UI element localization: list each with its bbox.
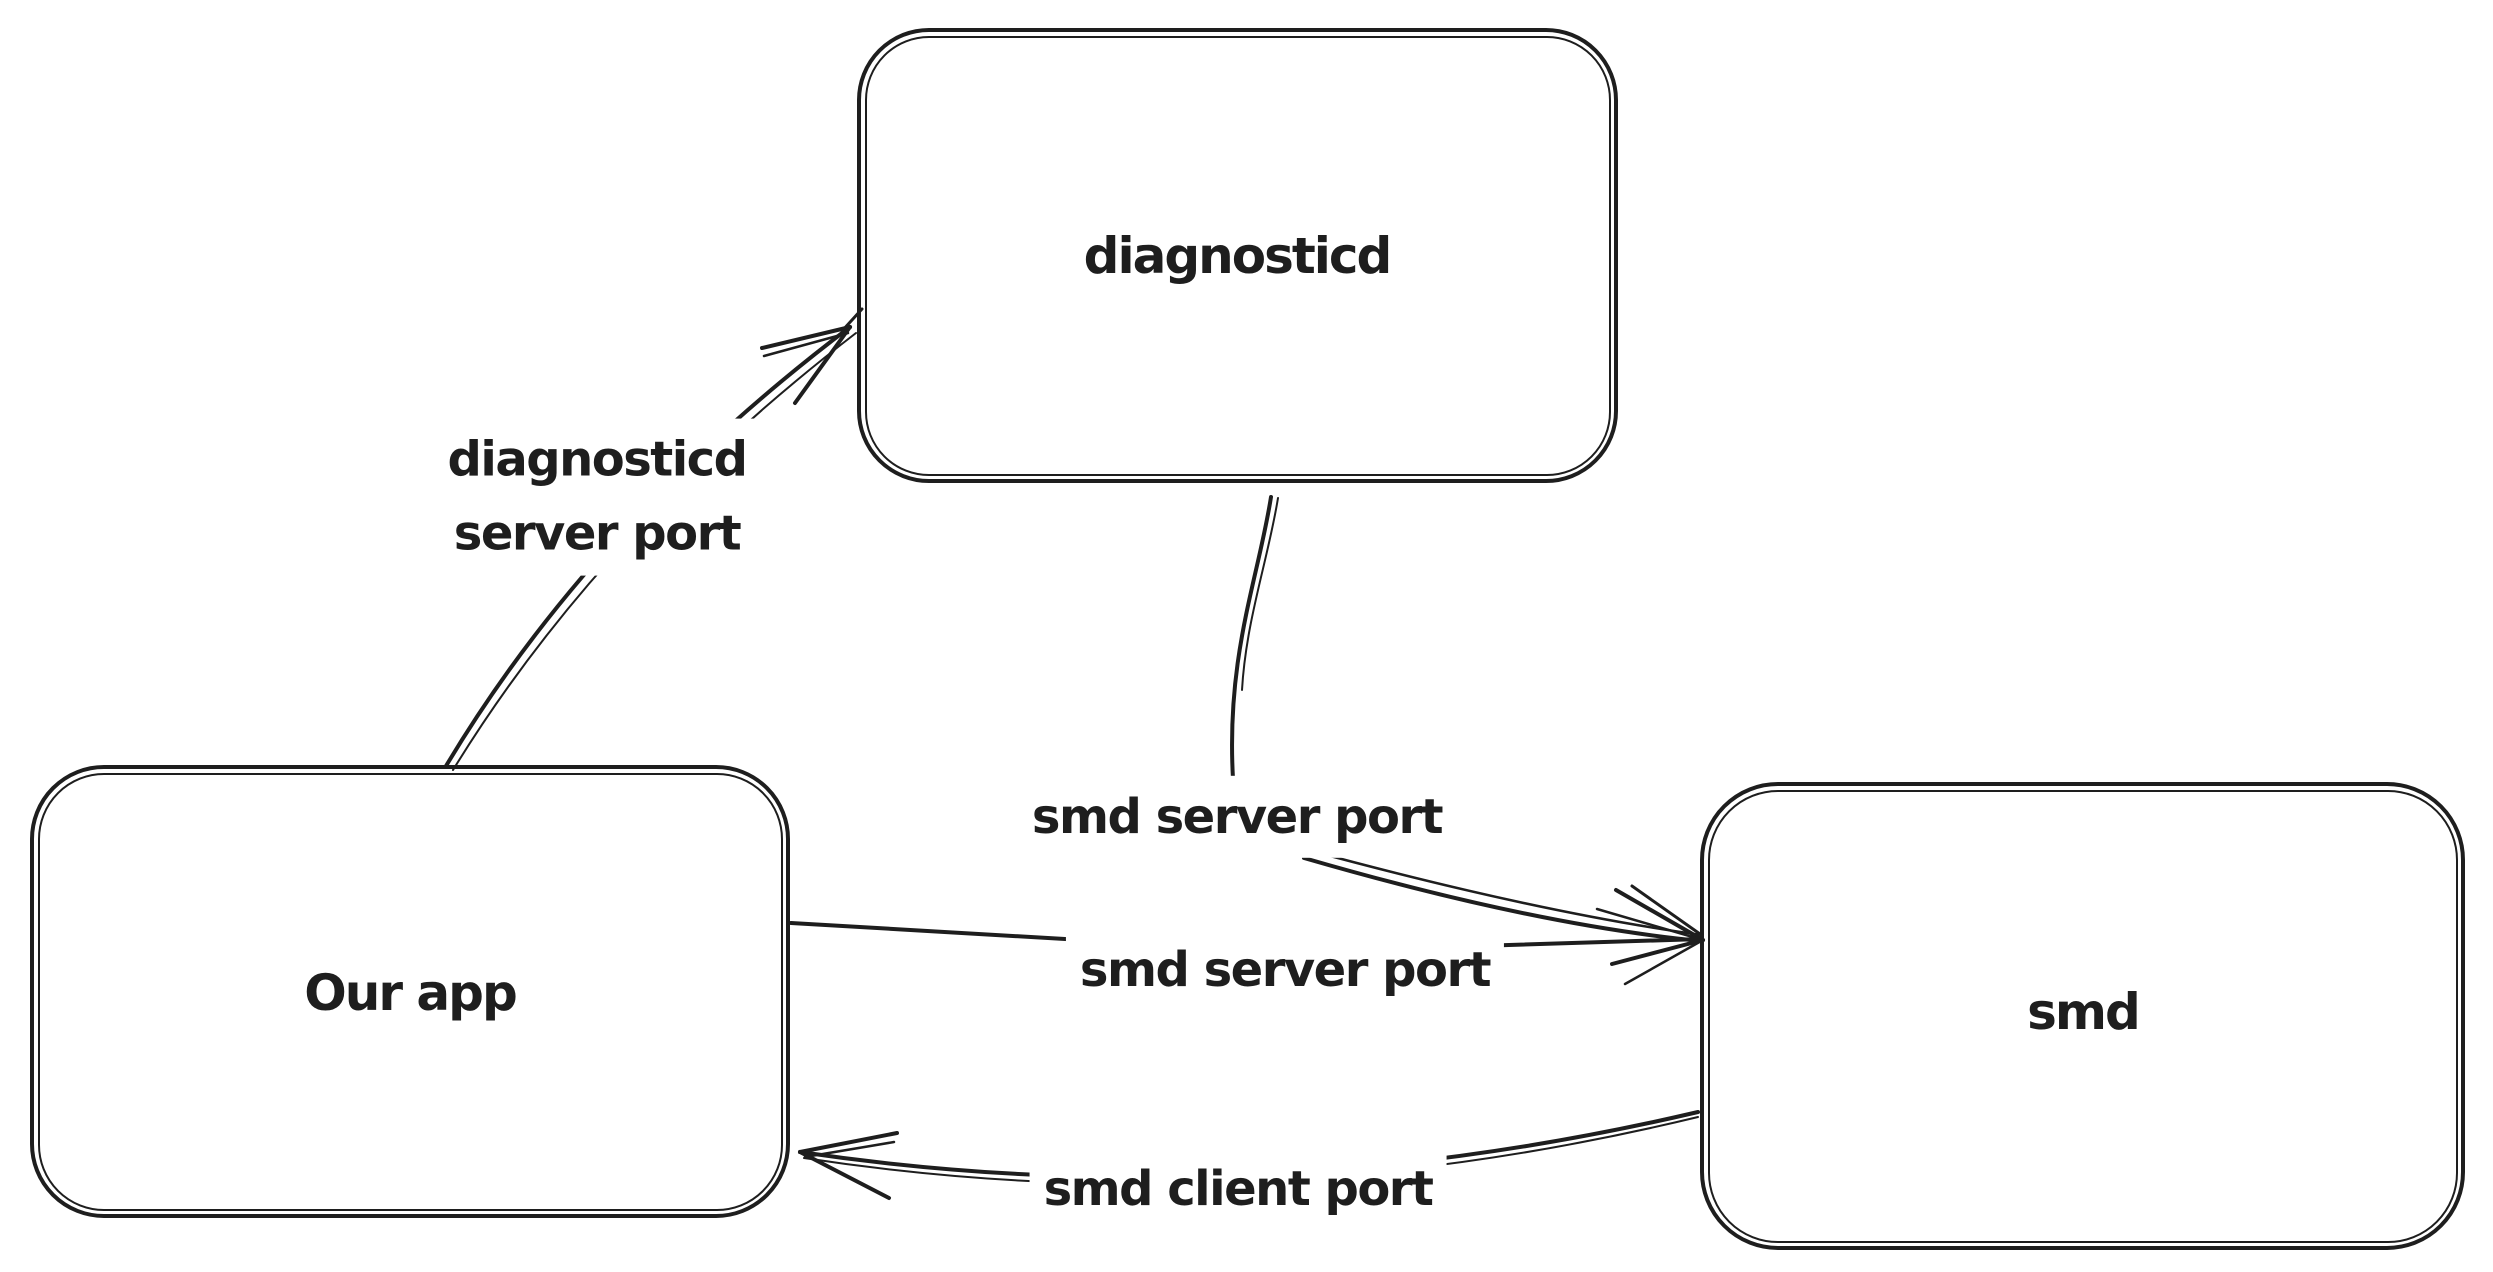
arrow-shaft-upper-sketch (1241, 497, 1279, 691)
node-smd-title: smd (2027, 983, 2141, 1041)
arrow-shaft-lower (1302, 856, 1703, 943)
arrow-diagnosticd-to-smd (1230, 495, 1705, 986)
edge-label-diagnosticd-server-port: diagnosticd server port (433, 418, 761, 576)
node-our-app-shape (30, 765, 790, 1218)
edge-label-smd-server-port-upper: smd server port (1017, 775, 1457, 859)
node-our-app-title: Our app (304, 964, 517, 1022)
arrow-shaft-lower-sketch (1306, 848, 1704, 937)
node-diagnosticd-shape (857, 28, 1618, 483)
node-smd-shape (1700, 782, 2465, 1250)
edge-label-line: server port (453, 506, 742, 562)
arrow-shaft-upper (1230, 495, 1273, 781)
arrowhead-right-icon (1595, 884, 1705, 986)
arrowhead-up-right-icon (760, 307, 864, 405)
edge-label-smd-server-port-lower: smd server port (1065, 928, 1505, 1012)
arrowhead-left-icon (798, 1131, 899, 1200)
node-diagnosticd-title: diagnosticd (1083, 227, 1393, 285)
edge-label-smd-client-port: smd client port (1029, 1147, 1447, 1231)
edge-label-line: diagnosticd (447, 431, 749, 488)
